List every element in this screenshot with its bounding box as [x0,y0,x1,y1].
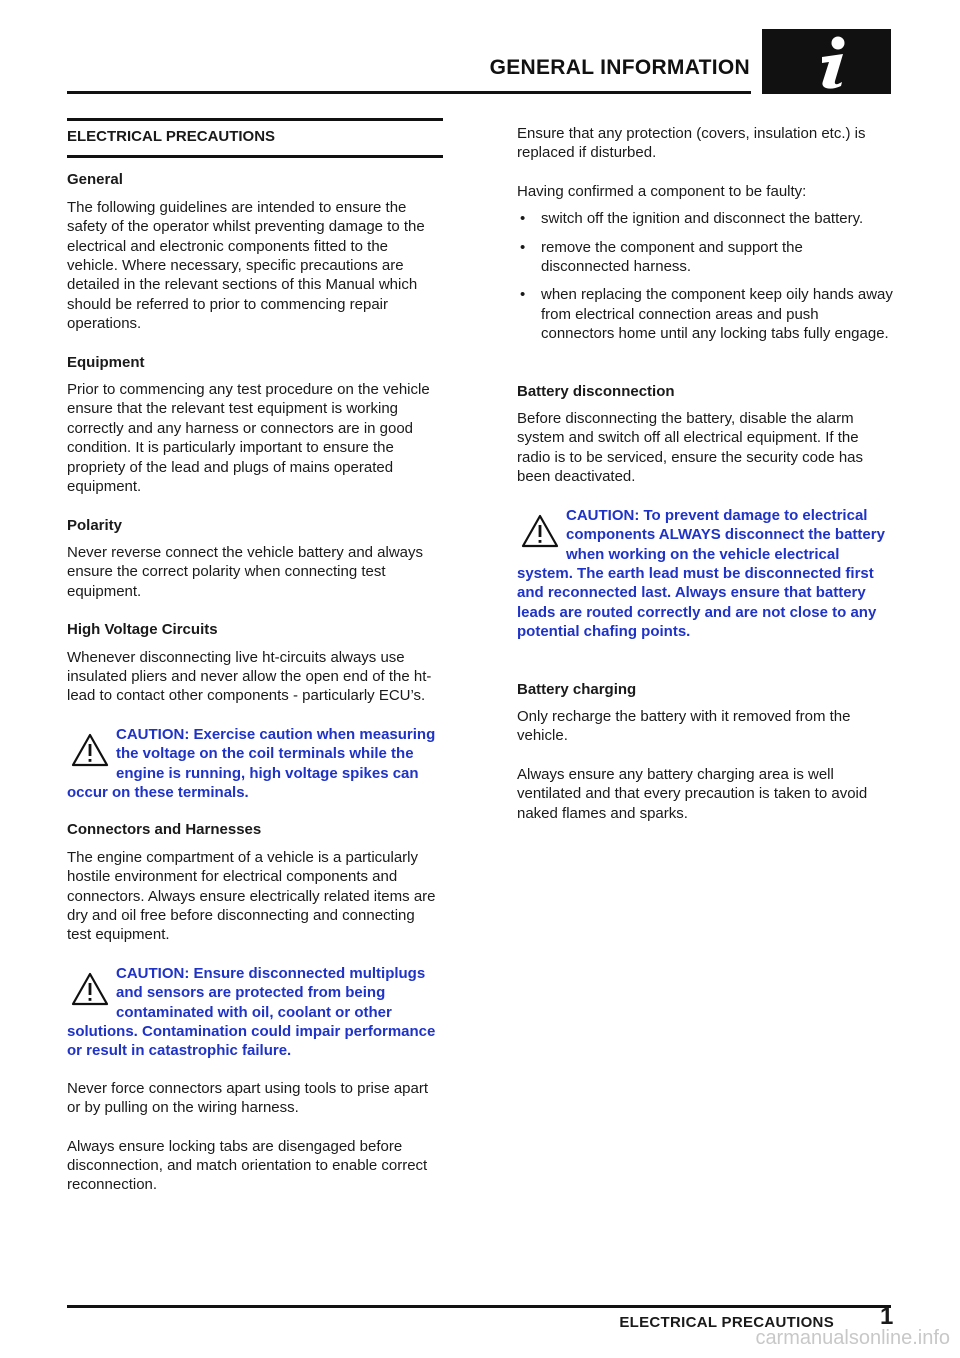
right-column: Ensure that any protection (covers, insu… [517,124,895,842]
header-rule [67,91,751,94]
bullet-text: remove the component and support the dis… [541,238,803,276]
caution-block: CAUTION: To prevent damage to electrical… [517,506,895,642]
section-title-block: ELECTRICAL PRECAUTIONS [67,118,443,159]
header-badge [762,29,891,94]
ventilation-paragraph: Always ensure any battery charging area … [517,765,868,822]
connectors-paragraph: The engine compartment of a vehicle is a… [67,848,436,944]
bullet-icon: • [520,210,526,228]
battery-disconnection-heading: Battery disconnection [517,382,675,400]
bullet-icon: • [520,286,526,304]
hv-paragraph: Whenever disconnecting live ht-circuits … [67,648,432,705]
list-item: • when replacing the component keep oily… [517,285,895,343]
footer-section-title: ELECTRICAL PRECAUTIONS [619,1314,834,1331]
general-paragraph: The following guidelines are intended to… [67,198,425,333]
polarity-paragraph: Never reverse connect the vehicle batter… [67,543,424,600]
protection-paragraph: Ensure that any protection (covers, insu… [517,125,866,162]
faulty-paragraph: Having confirmed a component to be fault… [517,182,807,200]
bullet-list: • switch off the ignition and disconnect… [517,209,895,343]
battery-disconnection-paragraph: Before disconnecting the battery, disabl… [517,410,864,486]
locking-paragraph: Always ensure locking tabs are disengage… [67,1137,428,1194]
list-item: • remove the component and support the d… [517,238,895,277]
footer-rule [67,1305,891,1308]
caution-block: CAUTION: Exercise caution when measuring… [67,725,443,803]
force-paragraph: Never force connectors apart using tools… [67,1079,429,1117]
page-header-title: GENERAL INFORMATION [489,56,750,79]
general-heading: General [67,171,123,189]
info-icon [822,36,845,89]
warning-triangle-icon [71,972,109,1005]
connectors-heading: Connectors and Harnesses [67,821,262,839]
polarity-heading: Polarity [67,516,123,534]
battery-charging-heading: Battery charging [517,680,637,698]
battery-charging-paragraph: Only recharge the battery with it remove… [517,707,851,745]
warning-triangle-icon [521,514,559,547]
list-item: • switch off the ignition and disconnect… [517,209,895,228]
caution-text-1: CAUTION: Exercise caution when measuring… [67,725,436,801]
page-number: 1 [880,1303,894,1330]
section-title: ELECTRICAL PRECAUTIONS [67,128,276,145]
left-column: ELECTRICAL PRECAUTIONS General The follo… [67,118,443,1214]
caution-block: CAUTION: Ensure disconnected multiplugs … [67,964,443,1061]
equipment-paragraph: Prior to commencing any test procedure o… [67,381,430,496]
caution-text-2: CAUTION: Ensure disconnected multiplugs … [67,964,436,1060]
bullet-text: when replacing the component keep oily h… [541,286,893,343]
bullet-icon: • [520,238,526,256]
bullet-text: switch off the ignition and disconnect t… [541,210,864,228]
watermark: carmanualsonline.info [755,1327,950,1349]
equipment-heading: Equipment [67,353,145,371]
caution-text-3: CAUTION: To prevent damage to electrical… [517,506,885,641]
warning-triangle-icon [71,733,109,766]
hv-heading: High Voltage Circuits [67,621,218,639]
